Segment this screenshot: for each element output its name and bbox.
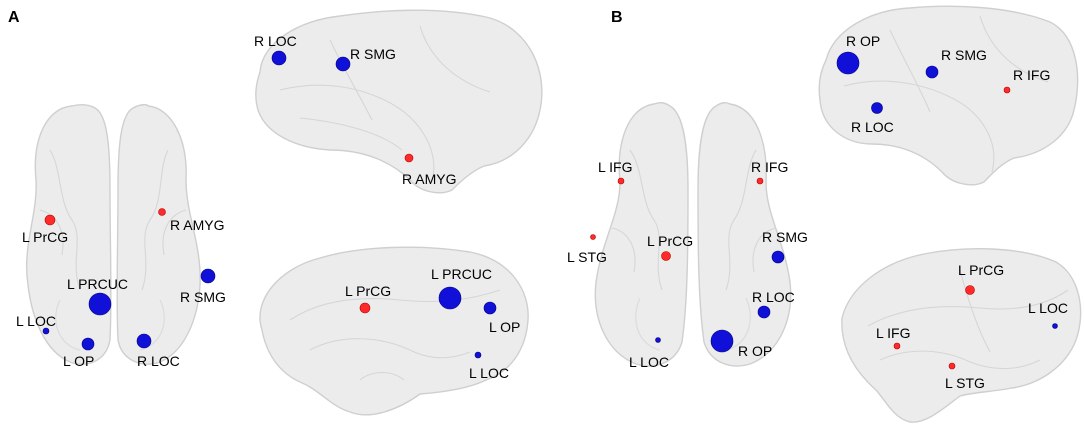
- node-l-loc: [42, 327, 50, 335]
- panel-b-axial-nodes: [590, 177, 785, 353]
- panel-b-left-lateral-labels: L PrCG L LOC L IFG L STG: [876, 262, 1068, 391]
- panel-a-axial-nodes: [42, 208, 216, 351]
- label-l-stg: L STG: [567, 249, 607, 265]
- label-l-prcg: L PrCG: [958, 262, 1004, 278]
- label-r-smg: R SMG: [350, 46, 396, 62]
- node-r-loc: [136, 333, 152, 349]
- panel-b-right-lateral-brain: [818, 5, 1079, 186]
- node-r-ifg: [756, 177, 764, 185]
- node-l-op: [81, 337, 95, 351]
- panel-b: B: [567, 5, 1082, 423]
- label-l-ifg: L IFG: [598, 159, 633, 175]
- node-l-loc: [474, 351, 482, 359]
- label-r-ifg: R IFG: [751, 159, 788, 175]
- node-r-loc: [757, 305, 771, 319]
- panel-b-axial-brain: [594, 101, 792, 367]
- label-l-loc: L LOC: [1028, 300, 1068, 316]
- label-r-loc: R LOC: [254, 33, 297, 49]
- node-l-prcg: [359, 302, 371, 314]
- node-l-prcuc: [438, 286, 462, 310]
- node-r-smg: [771, 250, 785, 264]
- node-l-prcuc: [88, 292, 112, 316]
- label-r-smg: R SMG: [762, 229, 808, 245]
- label-l-ifg: L IFG: [876, 325, 911, 341]
- panel-a-axial-labels: L PrCG R AMYG L PRCUC R SMG L LOC L OP R…: [16, 217, 226, 369]
- label-l-op: L OP: [489, 319, 520, 335]
- label-l-prcg: L PrCG: [345, 283, 391, 299]
- label-l-prcuc: L PRCUC: [431, 266, 492, 282]
- node-l-op: [483, 301, 497, 315]
- node-l-loc: [655, 337, 661, 343]
- panel-a-left-medial-brain: [259, 246, 529, 416]
- node-l-loc: [1052, 323, 1058, 329]
- node-r-smg: [335, 56, 351, 72]
- label-r-smg: R SMG: [180, 289, 226, 305]
- panel-letter-b: B: [611, 9, 623, 26]
- label-r-loc: R LOC: [851, 119, 894, 135]
- node-r-op: [710, 329, 734, 353]
- label-r-op: R OP: [738, 343, 772, 359]
- node-l-stg: [590, 234, 596, 240]
- node-r-amyg: [158, 208, 166, 216]
- panel-a-right-lateral-brain: [255, 9, 543, 194]
- node-r-op: [836, 51, 860, 75]
- node-r-loc: [271, 50, 287, 66]
- panel-b-left-lateral-brain: [841, 248, 1082, 423]
- node-l-prcg: [661, 251, 671, 261]
- label-r-op: R OP: [846, 33, 880, 49]
- panel-a-left-medial-nodes: [359, 286, 497, 359]
- node-r-ifg: [1003, 86, 1011, 94]
- node-l-stg: [948, 362, 956, 370]
- node-l-ifg: [617, 177, 625, 185]
- label-l-loc: L LOC: [629, 354, 669, 370]
- node-r-smg: [925, 65, 939, 79]
- panel-b-left-lateral-nodes: [893, 285, 1058, 370]
- node-r-loc: [871, 102, 883, 114]
- label-r-smg: R SMG: [941, 47, 987, 63]
- label-l-prcg: L PrCG: [22, 229, 68, 245]
- node-l-ifg: [893, 342, 901, 350]
- panel-b-right-lateral-labels: R OP R SMG R IFG R LOC: [846, 33, 1050, 135]
- label-r-ifg: R IFG: [1013, 67, 1050, 83]
- panel-a-left-medial-labels: L PrCG L PRCUC L OP L LOC: [345, 266, 520, 381]
- panel-letter-a: A: [8, 9, 20, 26]
- node-l-prcg: [965, 285, 975, 295]
- panel-b-axial-labels: L IFG R IFG L STG L PrCG R SMG R LOC L L…: [567, 159, 808, 370]
- label-l-loc: L LOC: [16, 313, 56, 329]
- node-r-smg: [200, 268, 216, 284]
- panel-a-right-lateral-labels: R LOC R SMG R AMYG: [254, 33, 456, 187]
- node-l-prcg: [44, 214, 56, 226]
- label-r-loc: R LOC: [137, 353, 180, 369]
- panel-b-right-lateral-nodes: [836, 51, 1011, 114]
- panel-a: A: [8, 9, 543, 416]
- label-l-stg: L STG: [945, 375, 985, 391]
- label-l-loc: L LOC: [469, 365, 509, 381]
- label-l-op: L OP: [63, 353, 94, 369]
- label-r-amyg: R AMYG: [402, 171, 456, 187]
- label-r-loc: R LOC: [752, 289, 795, 305]
- panel-a-right-lateral-nodes: [271, 50, 414, 163]
- panel-a-axial-brain: [25, 103, 201, 365]
- label-l-prcg: L PrCG: [647, 233, 693, 249]
- label-l-prcuc: L PRCUC: [67, 276, 128, 292]
- label-r-amyg: R AMYG: [170, 217, 224, 233]
- node-r-amyg: [404, 153, 414, 163]
